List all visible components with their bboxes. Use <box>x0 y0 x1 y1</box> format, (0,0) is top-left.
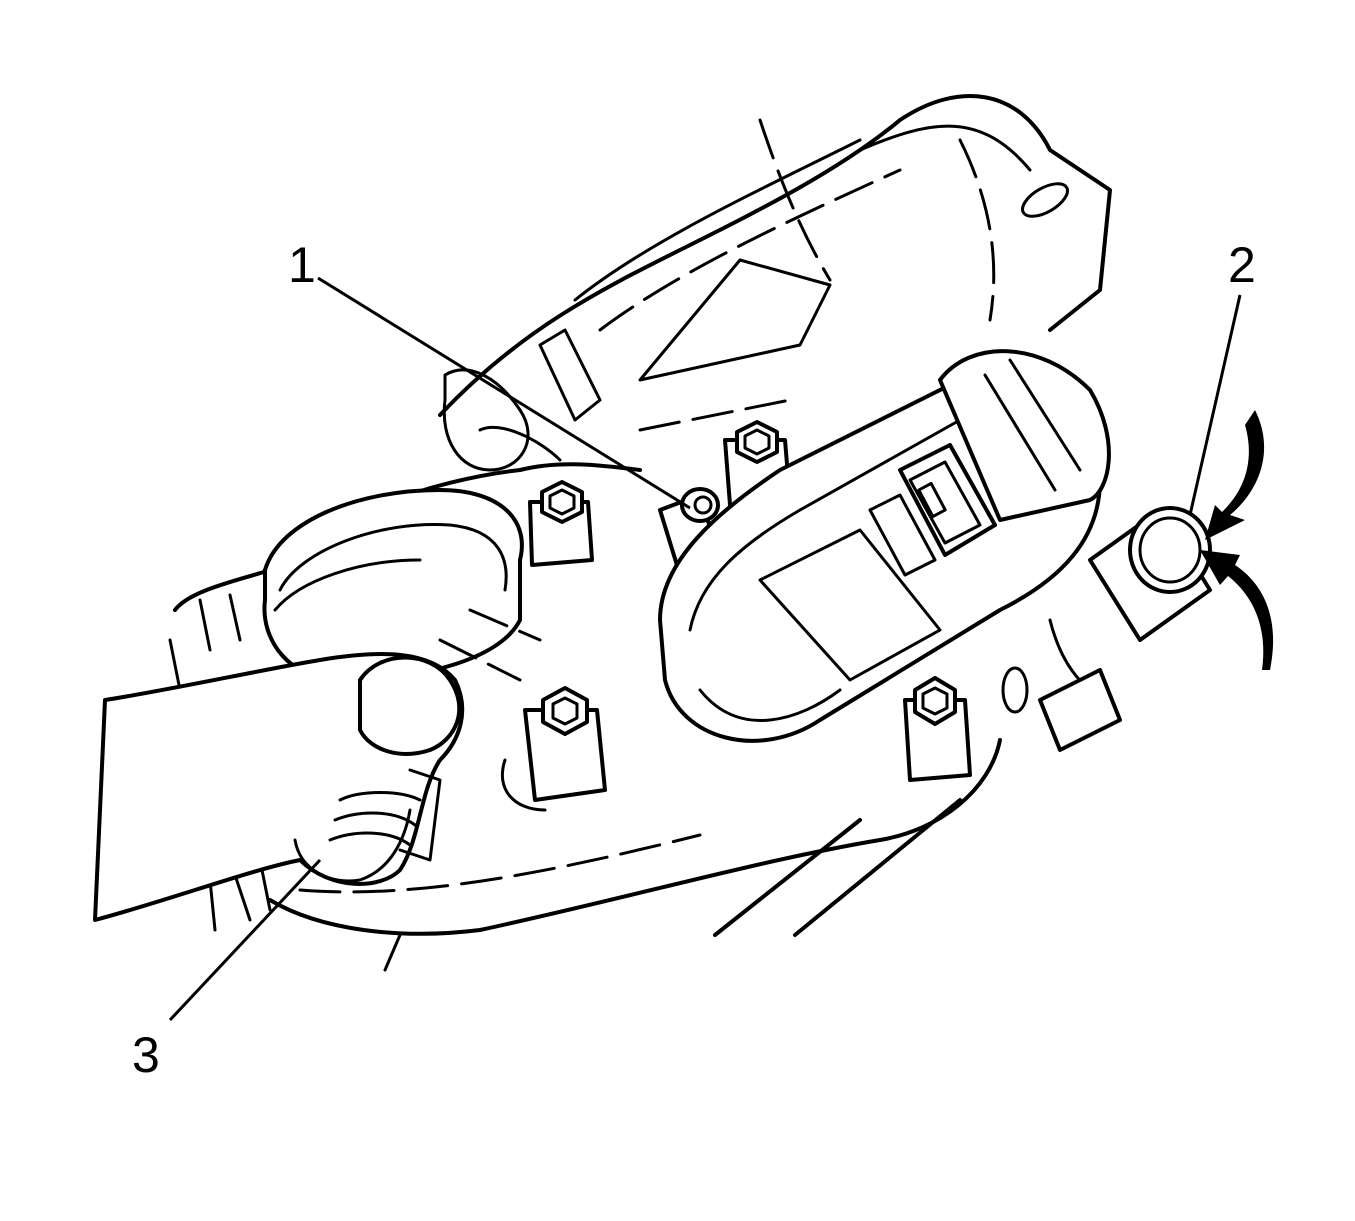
leader-line-2 <box>1188 294 1242 516</box>
solenoid-stud <box>1001 506 1212 752</box>
upper-housing <box>438 94 1112 472</box>
leader-line-3 <box>168 858 322 1022</box>
bolt-lower-right <box>903 676 972 782</box>
bolt-upper-left <box>528 480 594 567</box>
callout-label-3: 3 <box>132 1027 160 1083</box>
callout-label-2: 2 <box>1228 237 1256 293</box>
technician-hand <box>93 652 465 922</box>
solenoid-body <box>658 349 1111 743</box>
left-cover <box>262 488 542 682</box>
rotation-arrow-icons <box>1200 410 1274 670</box>
callout-label-1: 1 <box>288 237 316 293</box>
hex-bolts <box>500 420 972 812</box>
leader-lines <box>168 276 1242 1022</box>
rotation-arrow-upper-icon <box>1205 410 1265 540</box>
rotation-arrow-lower-icon <box>1200 550 1274 670</box>
leader-line-1 <box>317 276 691 510</box>
bolt-lower-left <box>500 686 607 812</box>
electrical-connector <box>868 443 997 577</box>
